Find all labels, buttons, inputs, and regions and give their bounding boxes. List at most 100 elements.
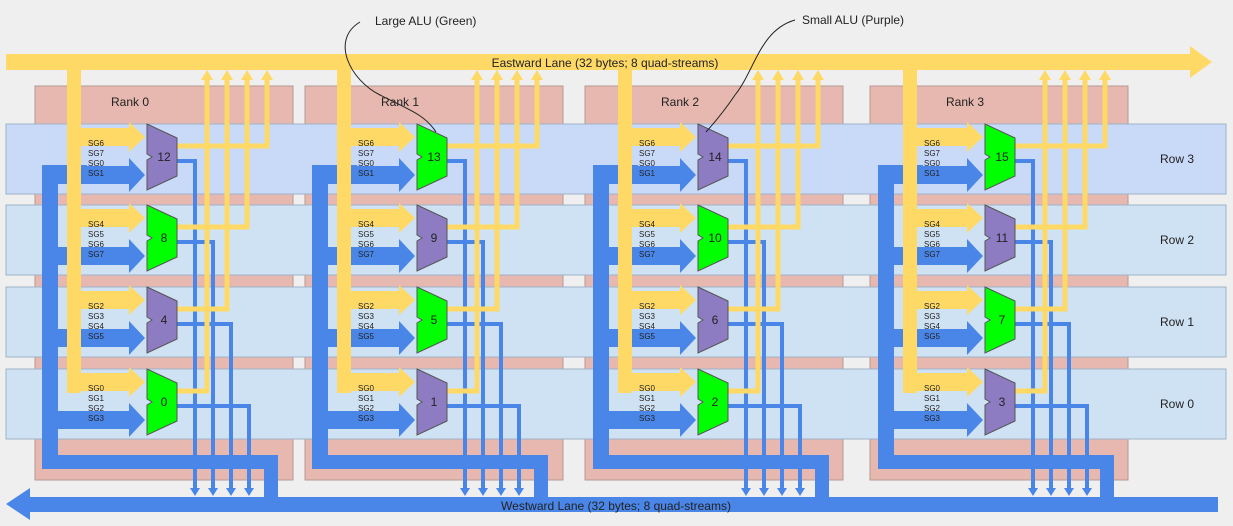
alu-west-output bbox=[1015, 322, 1071, 490]
alu-west-output bbox=[177, 322, 233, 490]
alu-east-output bbox=[447, 76, 480, 394]
alu-west-output bbox=[177, 159, 197, 490]
westward-input-stub bbox=[884, 329, 898, 347]
alu-east-output bbox=[1015, 76, 1088, 230]
row-label: Row 3 bbox=[1160, 152, 1194, 166]
small-alu bbox=[416, 368, 448, 436]
stream-label: SG3 bbox=[639, 414, 656, 423]
alu-number: 1 bbox=[431, 395, 438, 409]
large-alu-annotation: Large ALU (Green) bbox=[375, 14, 476, 28]
stream-label: SG6 bbox=[924, 139, 941, 148]
large-alu bbox=[416, 286, 448, 354]
large-alu bbox=[416, 123, 448, 191]
westward-input-stub bbox=[884, 166, 898, 184]
eastward-input-arrow bbox=[337, 285, 415, 315]
alu-east-output bbox=[728, 76, 801, 230]
alu-east-output-head bbox=[1059, 70, 1071, 80]
row-label: Row 0 bbox=[1160, 397, 1194, 411]
stream-label: SG7 bbox=[88, 149, 105, 158]
alu-number: 2 bbox=[712, 395, 719, 409]
stream-label: SG1 bbox=[924, 169, 941, 178]
alu-west-output-head bbox=[190, 488, 200, 496]
westward-input-arrow bbox=[322, 403, 415, 437]
eastward-input-arrow bbox=[67, 203, 145, 233]
alu-west-output-head bbox=[1082, 488, 1092, 496]
westward-input-stub bbox=[48, 247, 62, 265]
alu-west-output-head bbox=[1064, 488, 1074, 496]
stream-label: SG4 bbox=[88, 220, 105, 229]
stream-label: SG1 bbox=[88, 394, 105, 403]
alu-west-output-head bbox=[496, 488, 506, 496]
alu-west-output bbox=[447, 404, 521, 490]
small-alu bbox=[697, 123, 729, 191]
small-alu bbox=[146, 286, 178, 354]
eastward-input-arrow bbox=[337, 122, 415, 152]
alu-east-output-head bbox=[511, 70, 523, 80]
westward-feed bbox=[1100, 455, 1114, 499]
large-alu bbox=[697, 368, 729, 436]
westward-input-arrow bbox=[52, 403, 145, 437]
westward-lane bbox=[6, 158, 1218, 520]
stream-label: SG2 bbox=[639, 302, 656, 311]
stream-label: SG0 bbox=[924, 384, 941, 393]
alu-east-output bbox=[1015, 76, 1068, 312]
alu-number: 14 bbox=[708, 150, 722, 164]
stream-label: SG7 bbox=[358, 149, 375, 158]
stream-label: SG1 bbox=[639, 394, 656, 403]
eastward-input-arrow bbox=[618, 122, 696, 152]
westward-feed bbox=[312, 165, 328, 465]
small-alu bbox=[416, 204, 448, 272]
stream-label: SG0 bbox=[639, 384, 656, 393]
alu-east-output bbox=[1015, 76, 1048, 394]
stream-label: SG0 bbox=[924, 159, 941, 168]
eastward-input-arrow bbox=[618, 367, 696, 397]
westward-input-stub bbox=[48, 166, 62, 184]
alu-east-output-head bbox=[531, 70, 543, 80]
eastward-input-arrow bbox=[618, 203, 696, 233]
stream-label: SG3 bbox=[358, 312, 375, 321]
stream-label: SG5 bbox=[88, 230, 105, 239]
stream-label: SG4 bbox=[924, 220, 941, 229]
westward-input-stub bbox=[318, 329, 332, 347]
stream-label: SG3 bbox=[639, 312, 656, 321]
westward-feed bbox=[534, 455, 548, 499]
stream-label: SG4 bbox=[639, 322, 656, 331]
stream-label: SG0 bbox=[358, 384, 375, 393]
alu-east-output bbox=[177, 76, 250, 230]
stream-label: SG5 bbox=[924, 230, 941, 239]
eastward-input-arrow bbox=[618, 285, 696, 315]
alu-west-output-head bbox=[759, 488, 769, 496]
alu-west-output-head bbox=[514, 488, 524, 496]
westward-input-stub bbox=[48, 411, 62, 429]
eastward-input-arrow bbox=[67, 367, 145, 397]
stream-label: SG3 bbox=[924, 414, 941, 423]
alu-east-output-head bbox=[241, 70, 253, 80]
stream-label: SG6 bbox=[639, 240, 656, 249]
stream-label: SG6 bbox=[88, 139, 105, 148]
stream-label: SG5 bbox=[358, 230, 375, 239]
alu-number: 6 bbox=[712, 313, 719, 327]
alu-west-output bbox=[177, 404, 251, 490]
westward-feed bbox=[593, 455, 823, 469]
small-alu-annotation: Small ALU (Purple) bbox=[802, 13, 904, 27]
alu-west-output-head bbox=[226, 488, 236, 496]
stream-label: SG1 bbox=[639, 169, 656, 178]
alu-east-output bbox=[177, 76, 230, 312]
alu-east-output-head bbox=[471, 70, 483, 80]
alu-east-output-head bbox=[221, 70, 233, 80]
row-label: Row 1 bbox=[1160, 315, 1194, 329]
alu-number: 15 bbox=[995, 150, 1009, 164]
stream-label: SG6 bbox=[358, 139, 375, 148]
stream-label: SG6 bbox=[639, 139, 656, 148]
alu-west-output-head bbox=[244, 488, 254, 496]
stream-label: SG0 bbox=[88, 384, 105, 393]
alu-west-output-head bbox=[460, 488, 470, 496]
westward-feed bbox=[264, 455, 278, 499]
westward-feed bbox=[878, 165, 894, 465]
labels: Eastward Lane (32 bytes; 8 quad-streams)… bbox=[344, 13, 904, 513]
large-alu bbox=[697, 204, 729, 272]
stream-label: SG3 bbox=[924, 312, 941, 321]
stream-label: SG5 bbox=[924, 332, 941, 341]
stream-label: SG2 bbox=[88, 302, 105, 311]
alu-west-output-head bbox=[478, 488, 488, 496]
